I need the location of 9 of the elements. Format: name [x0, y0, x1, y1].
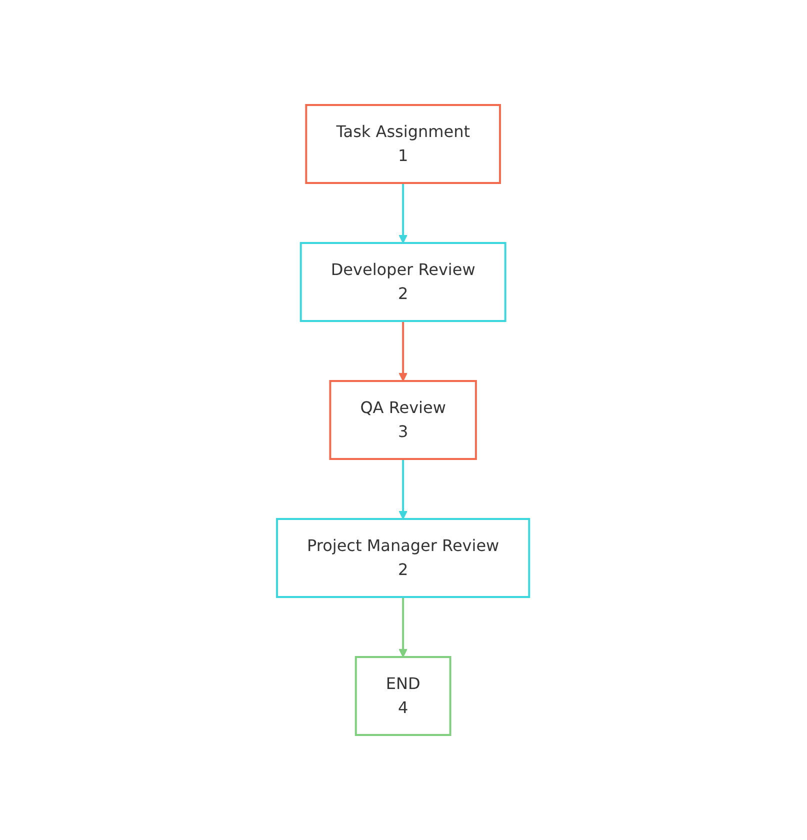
node-box: Task Assignment 1 — [306, 104, 502, 184]
node-box: QA Review 3 — [330, 380, 478, 460]
arrow — [399, 183, 408, 244]
node-box: Project Manager Review 2 — [276, 518, 531, 598]
arrow — [399, 597, 408, 658]
node-box: END 4 — [355, 656, 452, 736]
arrow — [399, 459, 408, 520]
arrow — [399, 321, 408, 382]
node-box: Developer Review 2 — [300, 242, 507, 322]
